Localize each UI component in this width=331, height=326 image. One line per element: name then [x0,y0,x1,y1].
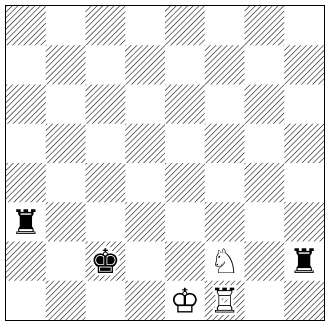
square-e3[interactable] [165,202,205,242]
square-d1[interactable] [125,281,165,320]
square-f4[interactable] [205,163,245,203]
square-g1[interactable] [245,281,285,320]
square-d7[interactable] [125,45,165,85]
square-h7[interactable] [284,45,324,85]
square-c4[interactable] [86,163,126,203]
square-g2[interactable] [245,242,285,282]
board-canvas: ♜♜♚♚♜♜♘♘♔♔♖♖ [6,6,324,320]
square-b4[interactable] [46,163,86,203]
square-b7[interactable] [46,45,86,85]
square-c5[interactable] [86,124,126,164]
white-knight-icon: ♘ [209,242,239,282]
square-d8[interactable] [125,6,165,46]
square-b5[interactable] [46,124,86,164]
square-f6[interactable] [205,85,245,125]
square-h3[interactable] [284,202,324,242]
square-g7[interactable] [245,45,285,85]
black-king-c2[interactable]: ♚♚ [90,242,120,282]
black-rook-icon: ♜ [11,203,41,243]
square-d2[interactable] [125,242,165,282]
squares-layer [6,6,324,320]
square-a2[interactable] [6,242,46,282]
square-e6[interactable] [165,85,205,125]
square-f8[interactable] [205,6,245,46]
chess-board: ♜♜♚♚♜♜♘♘♔♔♖♖ [5,5,325,321]
square-b1[interactable] [46,281,86,320]
square-e8[interactable] [165,6,205,46]
square-a4[interactable] [6,163,46,203]
square-a1[interactable] [6,281,46,320]
square-e5[interactable] [165,124,205,164]
white-rook-f1[interactable]: ♖♖ [209,281,239,320]
white-knight-f2[interactable]: ♘♘ [209,242,239,282]
square-f3[interactable] [205,202,245,242]
square-c7[interactable] [86,45,126,85]
square-a7[interactable] [6,45,46,85]
square-e2[interactable] [165,242,205,282]
square-g6[interactable] [245,85,285,125]
square-h5[interactable] [284,124,324,164]
black-rook-h2[interactable]: ♜♜ [289,242,319,282]
square-d4[interactable] [125,163,165,203]
square-g5[interactable] [245,124,285,164]
square-d6[interactable] [125,85,165,125]
square-c8[interactable] [86,6,126,46]
white-king-e1[interactable]: ♔♔ [170,281,200,320]
square-b6[interactable] [46,85,86,125]
square-f7[interactable] [205,45,245,85]
square-a5[interactable] [6,124,46,164]
square-a8[interactable] [6,6,46,46]
square-c6[interactable] [86,85,126,125]
square-b2[interactable] [46,242,86,282]
square-d5[interactable] [125,124,165,164]
square-f5[interactable] [205,124,245,164]
square-h1[interactable] [284,281,324,320]
black-king-icon: ♚ [90,242,120,282]
square-e4[interactable] [165,163,205,203]
white-rook-icon: ♖ [209,281,239,320]
square-d3[interactable] [125,202,165,242]
square-g8[interactable] [245,6,285,46]
square-c1[interactable] [86,281,126,320]
square-b8[interactable] [46,6,86,46]
white-king-icon: ♔ [170,281,200,320]
black-rook-icon: ♜ [289,242,319,282]
black-rook-a3[interactable]: ♜♜ [11,203,41,243]
square-a6[interactable] [6,85,46,125]
square-e7[interactable] [165,45,205,85]
square-h6[interactable] [284,85,324,125]
square-c3[interactable] [86,202,126,242]
square-g4[interactable] [245,163,285,203]
square-h8[interactable] [284,6,324,46]
square-h4[interactable] [284,163,324,203]
square-g3[interactable] [245,202,285,242]
square-b3[interactable] [46,202,86,242]
